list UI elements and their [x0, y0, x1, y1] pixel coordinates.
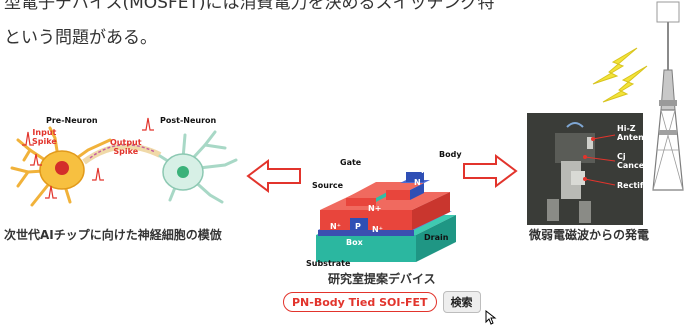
- neuron-figure: [0, 110, 240, 210]
- device-figure: [306, 150, 476, 280]
- n-plus-right-label: N⁺: [372, 225, 383, 234]
- neuron-caption: 次世代AIチップに向けた神経細胞の模倣: [4, 228, 222, 242]
- hiz-antenna-label: Hi-Z Antenna: [617, 124, 655, 142]
- substrate-label: Substrate: [306, 259, 351, 268]
- p-region-label: P: [355, 222, 361, 231]
- cj-canceler-label: Cj Canceler: [617, 152, 657, 170]
- n-body-label: N: [414, 178, 421, 187]
- search-row: PN-Body Tied SOI-FET 検索: [283, 290, 481, 314]
- gate-label: Gate: [340, 158, 362, 167]
- chip-micrograph: [527, 113, 643, 225]
- input-spike-label: Input Spike: [32, 128, 57, 146]
- output-spike-label: Output Spike: [110, 138, 142, 156]
- source-label: Source: [312, 181, 344, 190]
- intro-line-2: という問題がある。: [4, 28, 157, 48]
- drain-label: Drain: [424, 233, 449, 242]
- p-plus-label: P⁺: [421, 166, 432, 175]
- search-button[interactable]: 検索: [442, 291, 481, 313]
- rf-caption: 微弱電磁波からの発電: [529, 228, 650, 242]
- intro-line-1: 型電子デバイス(MOSFET)には消費電力を決めるスイッチング特: [4, 0, 495, 13]
- device-caption: 研究室提案デバイス: [328, 272, 436, 286]
- n-plus-left-label: N⁺: [330, 222, 341, 231]
- lightning-icon: [592, 47, 648, 103]
- post-neuron-label: Post-Neuron: [160, 116, 217, 125]
- tower-icon: [652, 1, 684, 191]
- search-term-tag[interactable]: PN-Body Tied SOI-FET: [283, 292, 437, 312]
- chip-photo: [527, 113, 643, 225]
- n-plus-label: N+: [368, 204, 382, 213]
- pre-neuron-label: Pre-Neuron: [46, 116, 98, 125]
- neuron-illustration: [10, 117, 238, 207]
- body-label: Body: [439, 150, 462, 159]
- rectifier-label: Rectifier: [617, 181, 656, 190]
- left-arrow-icon: [246, 159, 301, 193]
- right-arrow-icon: [463, 154, 518, 188]
- box-label: Box: [346, 238, 363, 247]
- soi-fet-3d-illustration: [316, 172, 456, 262]
